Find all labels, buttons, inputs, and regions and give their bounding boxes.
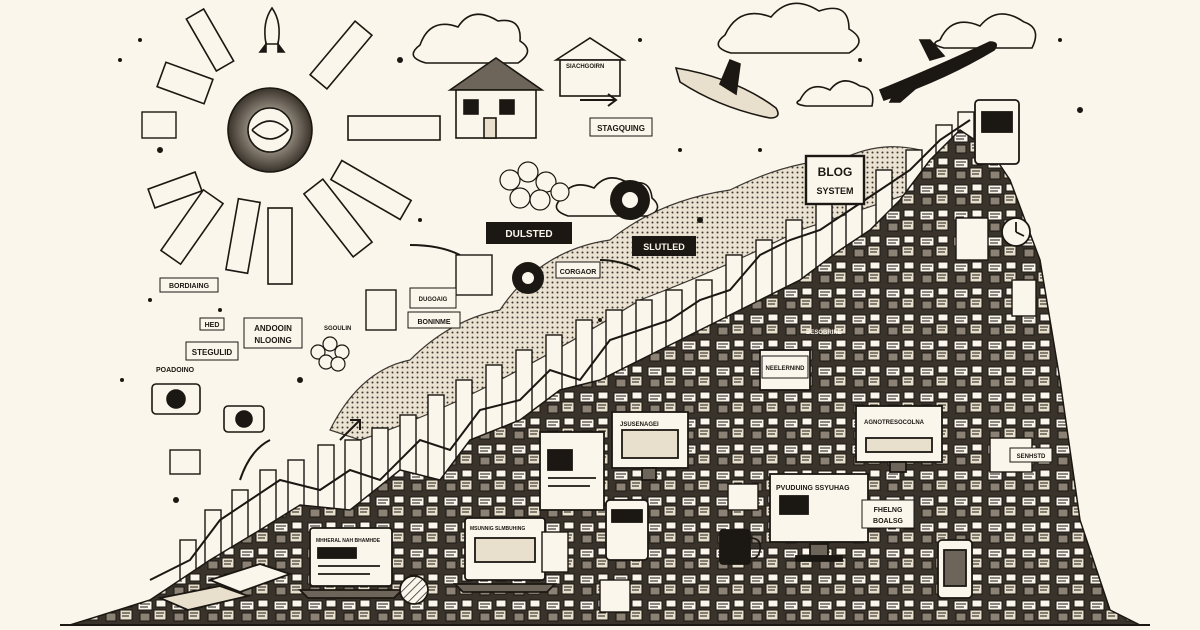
label-neelernind: NEELERNIND [765, 366, 805, 372]
ray-tag [329, 159, 413, 221]
ray-tag [156, 61, 214, 105]
label-boninme: BONINME [417, 319, 450, 326]
camera-icon [223, 405, 265, 433]
cloud-1 [412, 13, 529, 64]
gear-icon [512, 262, 544, 294]
label-hed: HED [205, 322, 220, 329]
globe [399, 575, 429, 605]
arrow-icon [599, 259, 641, 271]
label-sgoulin: SGOULIN [324, 326, 351, 332]
arrow-icon [339, 419, 361, 441]
label-boalsg: BOALSG [873, 518, 904, 525]
label-andooin: ANDOOIN [254, 324, 292, 333]
monitor [539, 431, 605, 511]
label-dulsted: DULSTED [505, 229, 552, 240]
ray-tag [308, 19, 374, 91]
tablet [605, 499, 649, 561]
label-stegulid: STEGULID [192, 348, 233, 357]
label-siachgoirn: SIACHGOIRN [566, 64, 604, 70]
label-jsusenagei: JSUSENAGEI [620, 422, 659, 428]
label-mhheral-nah-bhamhde: MHHERAL NAH BHAMHDE [316, 538, 381, 544]
monitor-large [769, 473, 869, 562]
growth-trend-line [149, 119, 971, 581]
ray-tag [185, 7, 235, 73]
label-poadoino: POADOINO [156, 367, 195, 374]
arrow-icon [580, 93, 618, 107]
rocket-icon [258, 6, 286, 53]
ray-tag [347, 115, 441, 141]
camera-icon [151, 383, 201, 415]
tablet-top [974, 99, 1020, 165]
label-blog-system-line1: BLOG [818, 165, 853, 179]
wall-clock [1001, 217, 1031, 247]
arrow-icon [239, 439, 271, 481]
cloud-3 [934, 13, 1037, 49]
airplane-icon [674, 58, 779, 119]
ray-tag [147, 171, 203, 209]
arrows [239, 93, 641, 481]
ray-tag [302, 177, 374, 259]
label-msunnig-slmbuhing: MSUNNIG SLMBUHING [470, 526, 525, 532]
coffee-mug [719, 529, 762, 565]
phone [937, 539, 973, 599]
cloud-band [329, 146, 921, 441]
label-blog-system-line2: SYSTEM [816, 186, 853, 196]
devices [156, 99, 1031, 611]
monitor [611, 411, 689, 481]
label-slutled: SLUTLED [643, 242, 685, 252]
label-pvuduing-ssyuhag: PVUDUING SSYUHAG [776, 485, 850, 492]
label-besobrine: BESOBRINE [806, 330, 842, 336]
ray-tag [267, 207, 293, 285]
arrow-icon [409, 244, 461, 256]
gear-icon [610, 180, 650, 220]
label-agnotresocolna: AGNOTRESOCOLNA [864, 420, 925, 426]
idea-burst [147, 7, 441, 285]
cloud-5 [796, 80, 874, 107]
clouds [412, 2, 1037, 217]
label-senhstd: SENHSTD [1017, 454, 1046, 460]
label-boxes: BLOG SYSTEM DULSTED SLUTLED STAGQUING BO… [156, 64, 1053, 544]
label-bordiaing: BORDIAING [169, 283, 210, 290]
ink-specks [118, 38, 1083, 503]
label-fhelng: FHELNG [874, 507, 903, 514]
cloud-2 [717, 2, 860, 54]
laptop [452, 517, 558, 593]
airplane-icon [878, 39, 998, 103]
label-stagquing: STAGQUING [597, 124, 645, 133]
label-dugoaig: DUGOAIG [419, 297, 448, 303]
house-icon [553, 37, 627, 97]
laptop [297, 527, 405, 599]
ray-tag [224, 197, 262, 275]
coin-cluster [310, 161, 570, 372]
book-stack [156, 563, 293, 611]
label-corgaor: CORGAOR [560, 269, 597, 276]
label-nlooing: NLOOING [254, 336, 291, 345]
house-icon [447, 57, 545, 139]
monitor-right [855, 405, 943, 473]
ray-tag [159, 188, 225, 266]
